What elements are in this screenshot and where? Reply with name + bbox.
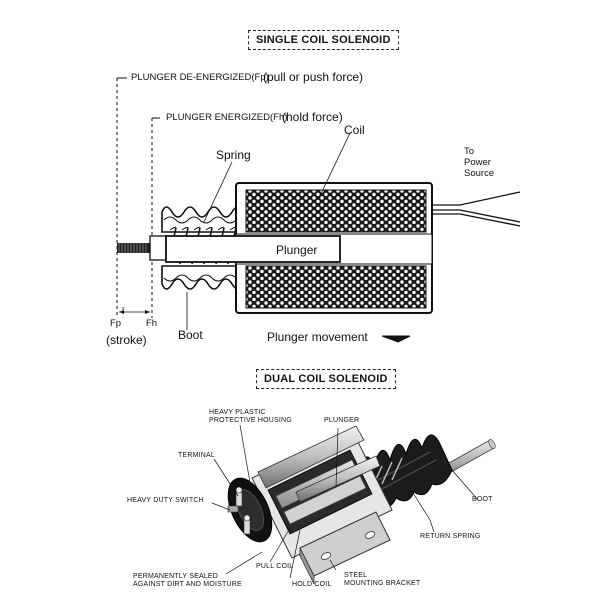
sealed-caption: PERMANENTLY SEALED AGAINST DIRT AND MOIS…: [133, 573, 242, 588]
coil-label: Coil: [344, 123, 365, 137]
dual-coil-title: DUAL COIL SOLENOID: [256, 369, 396, 389]
pull-coil-caption: PULL COIL: [256, 563, 294, 570]
fp-label: PLUNGER DE-ENERGIZED(Fp): [131, 72, 269, 83]
movement-arrow-icon: [381, 335, 411, 343]
return-spring-caption: RETURN SPRING: [420, 533, 481, 540]
plunger-label: Plunger: [276, 243, 318, 257]
fh-marker: Fh: [146, 318, 158, 329]
fp-marker: Fp: [110, 318, 122, 329]
switch-caption: HEAVY DUTY SWITCH: [127, 497, 204, 504]
housing-label: HEAVY PLASTIC PROTECTIVE HOUSING: [209, 409, 292, 424]
fp-description: (pull or push force): [263, 70, 364, 84]
boot-label: Boot: [178, 328, 203, 342]
fh-description: (hold force): [282, 110, 343, 124]
power-wires: [432, 191, 521, 227]
plunger-caption: PLUNGER: [324, 417, 360, 424]
dual-coil-illustration: [227, 425, 496, 585]
stroke-s-label: s: [122, 306, 125, 312]
plunger: [165, 235, 341, 263]
threaded-rod: [117, 235, 167, 261]
boot: [161, 206, 245, 290]
coil-leader: [317, 132, 351, 201]
bracket-caption: STEEL MOUNTING BRACKET: [344, 572, 421, 587]
single-coil-title: SINGLE COIL SOLENOID: [248, 30, 399, 50]
power-source-label: To Power Source: [464, 146, 495, 179]
spring-leader: [203, 161, 233, 223]
dual-leaders: [211, 424, 479, 579]
plunger-movement-label: Plunger movement: [267, 330, 368, 344]
hold-coil-caption: HOLD COIL: [292, 581, 332, 588]
terminal-caption: TERMINAL: [178, 452, 215, 459]
stroke-label: (stroke): [106, 333, 147, 347]
fh-label: PLUNGER ENERGIZED(Fh): [166, 112, 288, 123]
boot-caption: BOOT: [472, 496, 493, 503]
spring-label: Spring: [216, 148, 251, 162]
